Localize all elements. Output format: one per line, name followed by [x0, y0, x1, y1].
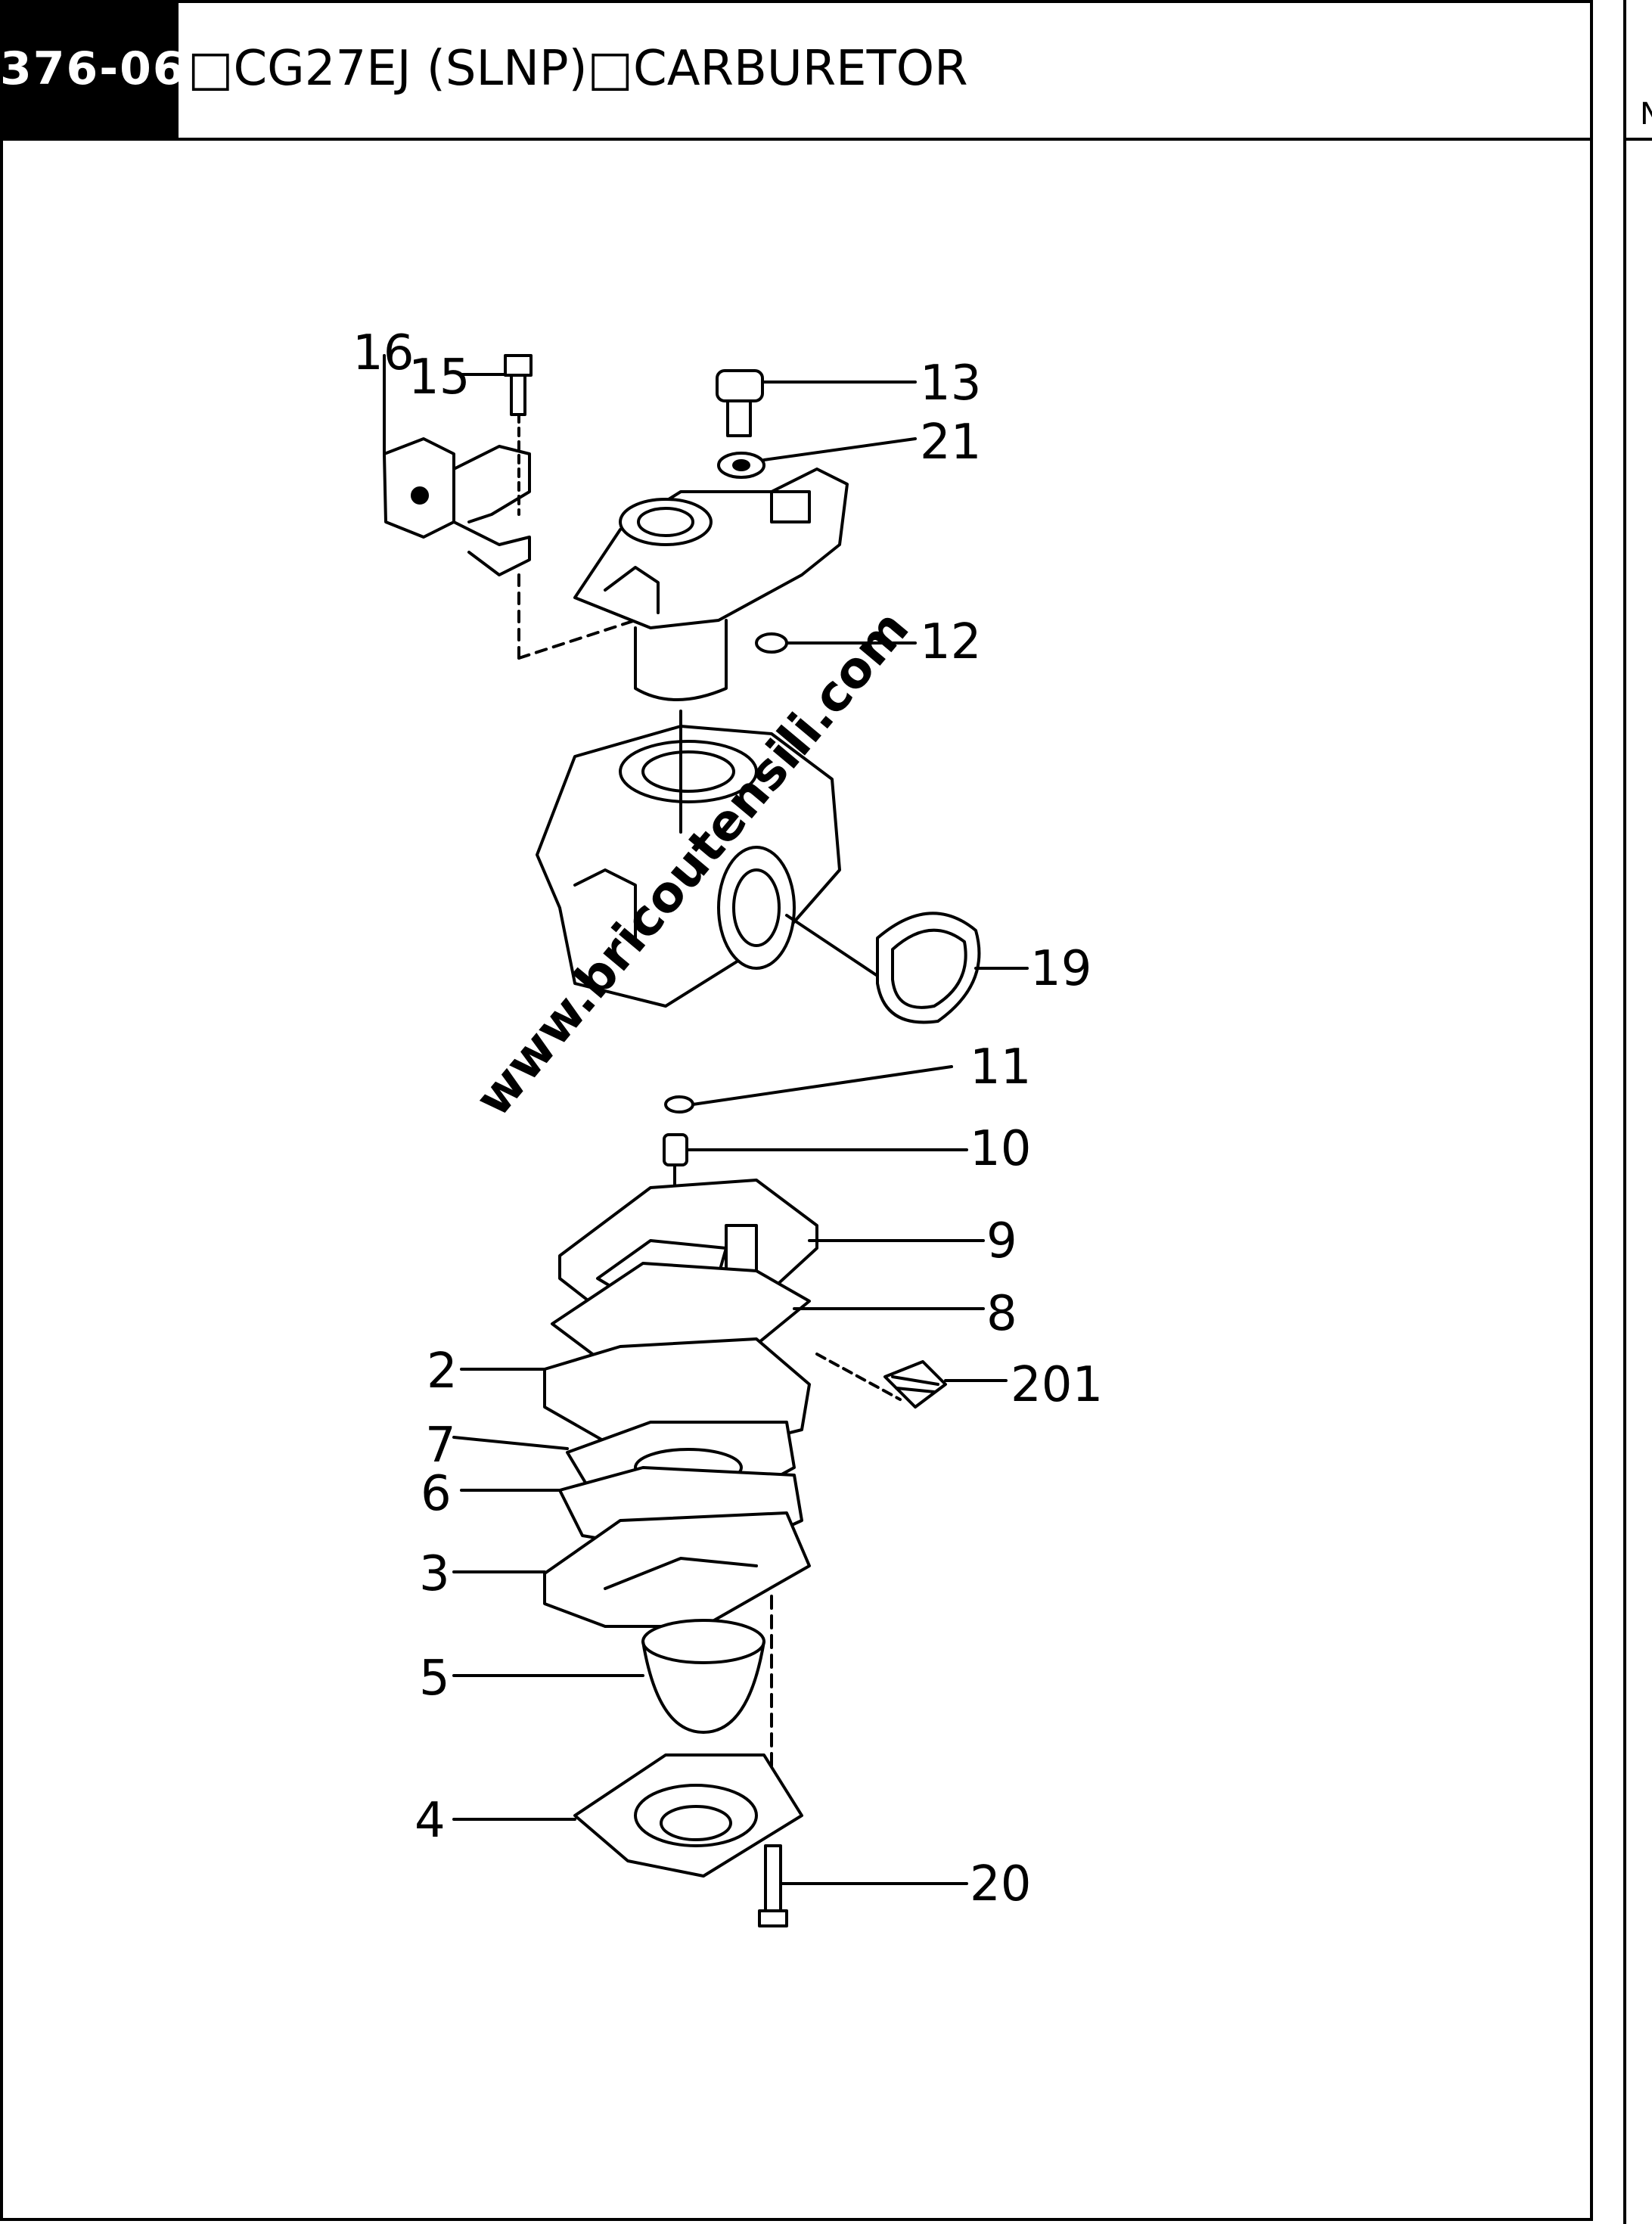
callout-21: 21	[920, 415, 981, 471]
callout-5: 5	[419, 1651, 450, 1707]
header-bar: 376-06 □CG27EJ (SLNP)□CARBURETOR	[0, 0, 1593, 141]
filter-screen-part-201	[883, 1360, 947, 1409]
nut-part-12	[755, 632, 788, 654]
callout-12: 12	[920, 614, 981, 670]
pin-part-11	[664, 1095, 694, 1114]
callout-6: 6	[421, 1466, 452, 1522]
screw-part-15	[504, 354, 533, 516]
watermark-text: www.bricoutensili.com	[464, 599, 920, 1127]
callout-10: 10	[970, 1121, 1031, 1177]
callout-2: 2	[427, 1343, 458, 1399]
gasket-ring-part-19	[876, 912, 981, 1024]
callout-16: 16	[352, 325, 414, 381]
right-strip-label: N	[1640, 97, 1652, 132]
callout-3: 3	[419, 1546, 450, 1602]
leader-lines	[452, 373, 1029, 1885]
callout-13: 13	[920, 356, 981, 412]
washer-part-21	[717, 452, 765, 479]
fitting-part-13	[716, 369, 764, 437]
cover-plate-part-4	[573, 1753, 803, 1878]
throttle-body-upper	[517, 467, 849, 701]
choke-lever-part-16	[383, 354, 531, 576]
callout-11: 11	[970, 1039, 1031, 1095]
callout-201: 201	[1011, 1357, 1103, 1413]
callout-20: 20	[970, 1856, 1031, 1912]
page-title: □CG27EJ (SLNP)□CARBURETOR	[188, 41, 968, 97]
callout-8: 8	[986, 1286, 1017, 1342]
callout-4: 4	[415, 1793, 446, 1849]
callout-7: 7	[425, 1418, 456, 1474]
callout-9: 9	[986, 1213, 1017, 1269]
callout-19: 19	[1030, 941, 1092, 997]
long-screw-part-20	[758, 1844, 788, 1927]
right-strip-divider	[1623, 138, 1652, 141]
right-strip	[1623, 0, 1652, 2224]
carburetor-main-body	[536, 710, 879, 1008]
diaphragm-cup-part-5	[641, 1619, 765, 1734]
section-code: 376-06	[0, 0, 179, 138]
callout-15: 15	[408, 349, 470, 405]
page-frame	[0, 0, 1593, 2221]
